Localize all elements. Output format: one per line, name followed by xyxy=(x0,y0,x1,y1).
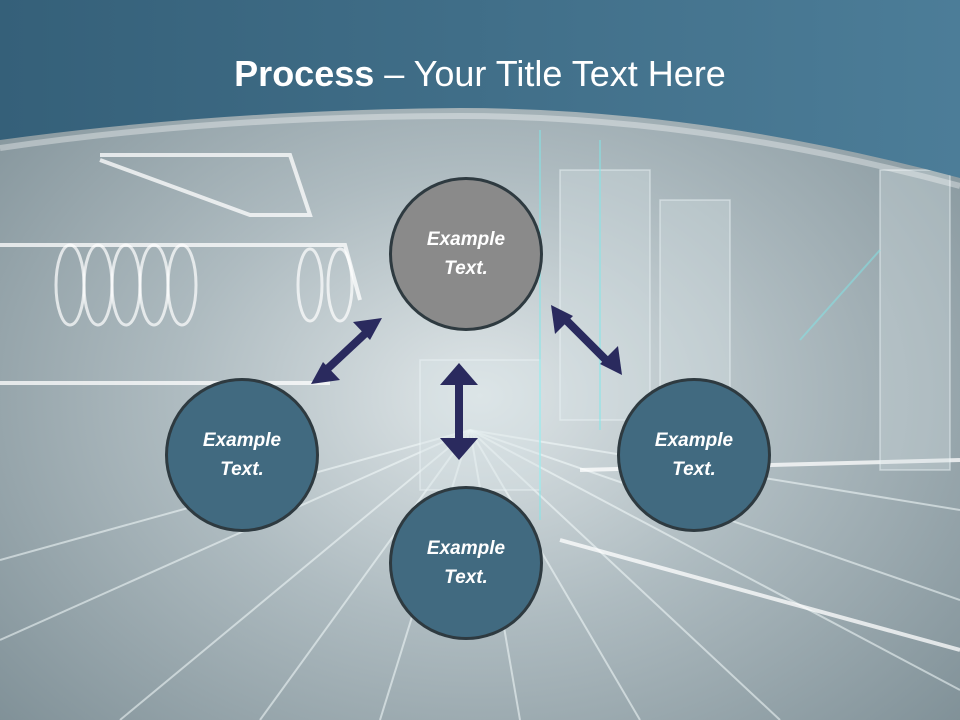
node-label: Example Text. xyxy=(426,229,506,279)
arrow-top-left xyxy=(311,318,382,384)
process-node-bottom[interactable]: Example Text. xyxy=(389,486,543,640)
node-label: Example Text. xyxy=(654,430,734,480)
arrow-vertical xyxy=(440,363,478,460)
node-label: Example Text. xyxy=(202,430,282,480)
node-label: Example Text. xyxy=(426,538,506,588)
arrow-top-right xyxy=(551,305,622,375)
process-node-right[interactable]: Example Text. xyxy=(617,378,771,532)
slide-title: Process – Your Title Text Here xyxy=(0,52,960,96)
process-node-left[interactable]: Example Text. xyxy=(165,378,319,532)
title-bold: Process xyxy=(234,53,375,94)
process-node-top[interactable]: Example Text. xyxy=(389,177,543,331)
title-rest: – Your Title Text Here xyxy=(374,53,726,94)
